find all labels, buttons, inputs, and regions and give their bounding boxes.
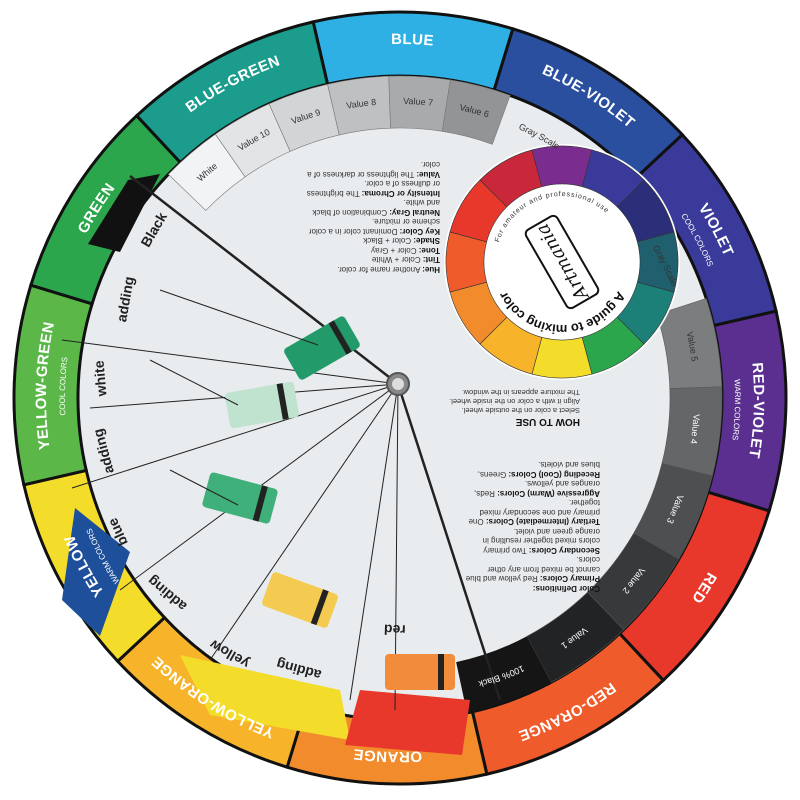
definitions-line: Primary Colors: Red yellow and blue cann… (465, 555, 600, 584)
outer-color-ring[interactable] (12, 10, 788, 786)
term: Value: (416, 170, 440, 179)
terms-line: Shade: Color + Black (305, 236, 440, 246)
divider-line (61, 339, 399, 385)
small-wheel-segment (445, 231, 488, 293)
brand-logo-box (524, 214, 600, 310)
segment-label: ORANGE (352, 745, 422, 765)
small-wheel-segment (531, 336, 593, 379)
segment-sublabel: COOL COLORS (58, 357, 69, 416)
segment-label-text: BLUE (391, 31, 434, 50)
definitions-line: Secondary Colors: Two primary colors mix… (465, 527, 600, 555)
mixing-wedges[interactable] (61, 174, 502, 755)
black-wedge (88, 174, 160, 252)
terms-block: Hue: Another name for color.Tint: Color … (305, 160, 440, 275)
swatch-stripe (310, 589, 329, 626)
term: Shade: (413, 236, 440, 246)
blue-wedge (62, 508, 130, 636)
gray-scale-ring (167, 75, 723, 713)
mixing-label: adding (113, 275, 137, 323)
small-wheel-segment (581, 316, 645, 375)
mixture-swatch-window (284, 316, 360, 380)
segment-sublabel: WARM COLORS (730, 379, 742, 441)
how-to-use-line: The mixture appears in the window. (462, 388, 580, 397)
term: Receding (Cool) Colors: (508, 470, 600, 479)
definitions-line: Tertiary (Intermediate) Colors: One prim… (465, 498, 600, 527)
swatch-stripe (328, 320, 352, 355)
term: Aggressive (Warm) Colors: (497, 489, 600, 498)
segment-label: BLUE (391, 31, 435, 50)
center-grommet-hole (392, 378, 404, 390)
terms-line: Key Color: Dominant color in a color sch… (305, 217, 440, 237)
terms-line: Tone: Color + Gray (305, 246, 440, 255)
term: Primary Colors: (539, 574, 600, 584)
gray-value-label-text: Value 8 (346, 97, 377, 111)
segment-label: RED-VIOLET (745, 362, 767, 460)
segment-label-text: RED-VIOLET (745, 362, 767, 460)
arrow-line (169, 469, 239, 506)
term: Tint: (422, 255, 440, 265)
small-wheel-segment (531, 145, 593, 188)
swatch-stripe (276, 383, 289, 420)
definitions-line: Aggressive (Warm) Colors: Reds, oranges … (465, 479, 600, 499)
how-to-use-line: Align it with a color on the inside whee… (449, 397, 580, 406)
segment-sublabel-text: COOL COLORS (58, 357, 69, 416)
divider-line (349, 383, 399, 701)
terms-line: Intensity or Chroma: The brightness or d… (305, 179, 440, 199)
terms-line: Tint: Color + White (305, 255, 440, 265)
gray-value-label: Value 8 (346, 97, 377, 111)
definitions-block: Color Definitions: Primary Colors: Red y… (465, 460, 600, 594)
segment-label-text: ORANGE (352, 745, 422, 765)
yellow-wedge (180, 655, 350, 740)
arrow-line (149, 359, 239, 406)
arrow-line (159, 289, 319, 346)
term-description: Color + Black (363, 236, 412, 246)
black-swatch (456, 636, 552, 713)
term: Key Color: (399, 227, 440, 236)
definitions-line: Color Definitions: (465, 584, 600, 593)
term: Secondary Colors: (528, 546, 600, 555)
gray-swatch (441, 79, 511, 145)
how-to-use-title: HOW TO USE (515, 416, 580, 427)
divider-line (396, 383, 502, 701)
terms-line: Neutral Gray: Combination of black and w… (305, 198, 440, 218)
mixture-swatch-window (385, 654, 455, 690)
term: Tone: (418, 246, 440, 255)
red-wedge (345, 690, 470, 755)
divider-line (71, 383, 399, 489)
term: Intensity or Chroma: (361, 189, 440, 198)
how-to-use-line: Select a color on the outside wheel. (461, 406, 580, 415)
term-description: Color + Gray (371, 246, 417, 255)
term: Tertiary (Intermediate) Colors: (485, 517, 600, 527)
term-description: Color + White (371, 255, 421, 265)
term: Color Definitions: (532, 584, 600, 593)
gray-value-label-text: Value 7 (403, 96, 434, 108)
term-description: Another name for color. (337, 265, 421, 274)
mixing-label: red (384, 622, 406, 639)
terms-line: Value: The lightness or darkness of a co… (305, 160, 440, 180)
definitions-line: Receding (Cool) Colors: Greens, blues an… (465, 460, 600, 480)
term: Neutral Gray: (389, 208, 440, 217)
swatch-stripe (252, 485, 268, 522)
term: Hue: (422, 265, 440, 274)
gray-value-label: Value 7 (403, 96, 434, 108)
small-color-wheel (444, 144, 680, 380)
mixing-label: white (90, 360, 109, 398)
divider-line (209, 383, 399, 661)
swatch-stripe (438, 654, 444, 690)
segment-sublabel-text: WARM COLORS (730, 379, 742, 441)
terms-line: Hue: Another name for color. (305, 265, 440, 274)
